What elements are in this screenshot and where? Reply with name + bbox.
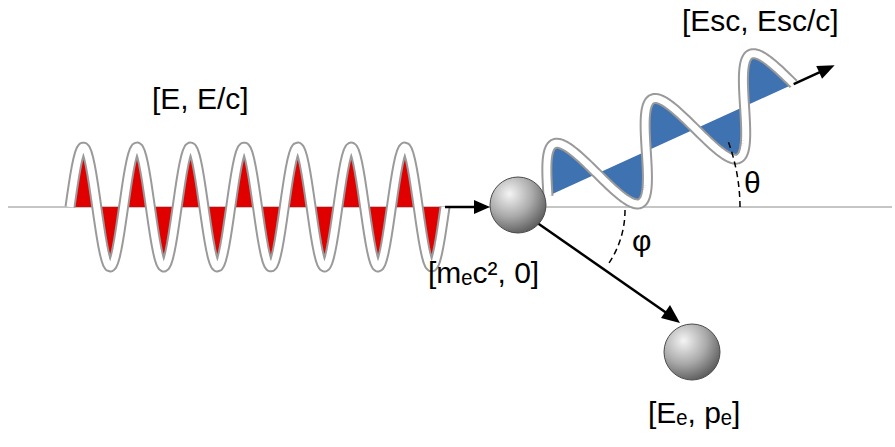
electron-arrow: [536, 222, 668, 314]
arrow-head: [816, 59, 837, 79]
photon-four-momentum: [E, E/c]: [152, 82, 249, 115]
electron-rest-four-momentum: [mₑc², 0]: [428, 256, 539, 289]
incident-wave: [70, 147, 445, 267]
electron-ball: [664, 324, 720, 380]
scattered-four-momentum: [Esc, Esc/c]: [682, 4, 839, 37]
wave-lobes: [529, 43, 812, 237]
electron-four-momentum: [Eₑ, pₑ]: [648, 396, 740, 429]
wave-shadow: [70, 147, 445, 267]
arrow-head: [661, 305, 680, 323]
scattered-arrow: [794, 72, 821, 84]
wave-outline: [529, 43, 812, 237]
electron-ball: [490, 177, 546, 233]
incident-arrow: [445, 206, 476, 209]
scattered-wave: [529, 24, 853, 237]
wave-outline: [70, 147, 445, 267]
theta-arc: [728, 141, 740, 207]
wave-lobes: [70, 147, 445, 267]
phi-arc: [609, 210, 625, 263]
arrow-head: [474, 200, 490, 214]
angle-symbol: φ: [632, 224, 651, 257]
angle-symbol: θ: [744, 166, 761, 199]
wave-shadow: [529, 43, 812, 237]
